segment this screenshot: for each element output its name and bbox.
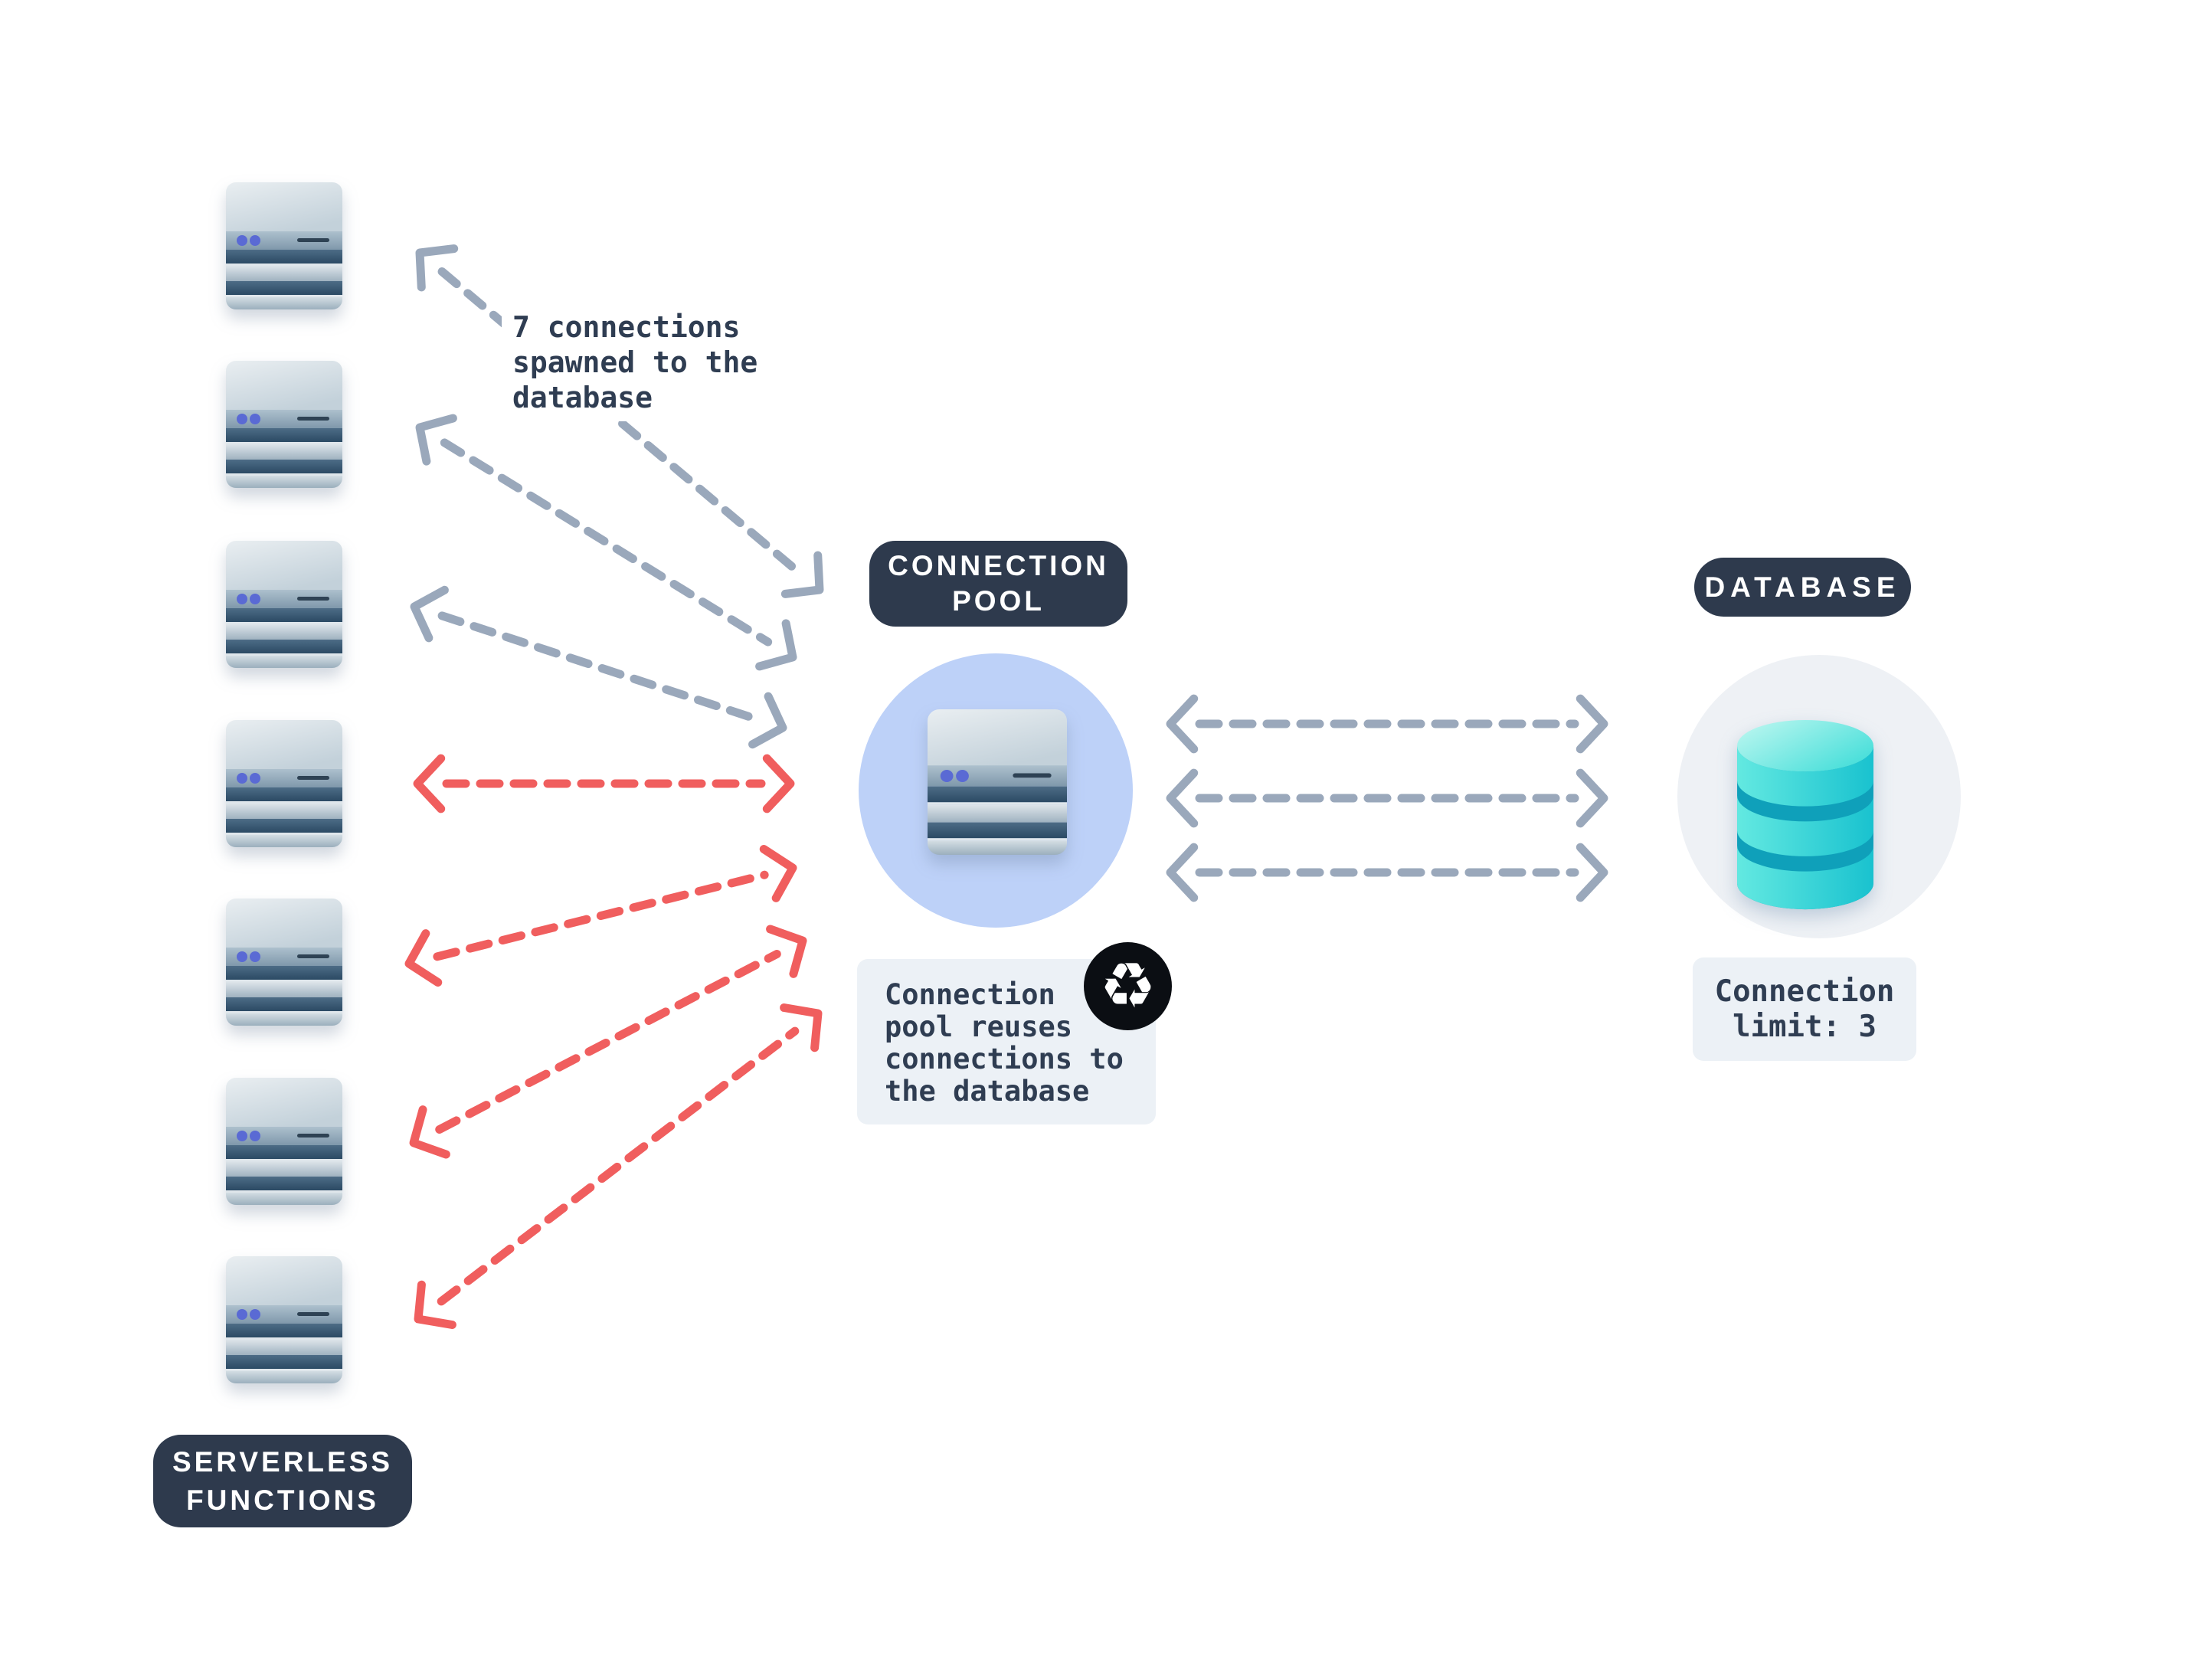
spawned-connections-note-line1: 7 connections xyxy=(512,310,741,344)
serverless-functions-label-line2: FUNCTIONS xyxy=(186,1484,379,1516)
connection-arrow-gray xyxy=(1166,843,1608,902)
serverless-function-server-icon xyxy=(226,182,342,309)
connection-arrow-red xyxy=(413,754,795,813)
serverless-functions-label: SERVERLESS FUNCTIONS xyxy=(153,1435,412,1527)
serverless-function-server-icon xyxy=(226,361,342,488)
recycle-icon-glyph: ♻ xyxy=(1099,949,1157,1023)
pool-reuse-note-line4: the database xyxy=(885,1075,1090,1108)
connection-arrow-gray xyxy=(1166,768,1608,828)
connection-limit-note: Connection limit: 3 xyxy=(1693,957,1916,1061)
connection-pool-label-line2: POOL xyxy=(952,585,1045,617)
connection-arrow-red xyxy=(414,1003,823,1329)
connection-arrow-red xyxy=(404,845,797,987)
serverless-functions-label-line1: SERVERLESS xyxy=(172,1445,394,1478)
connection-arrow-gray xyxy=(415,414,797,671)
connection-limit-note-line2: limit: 3 xyxy=(1733,1010,1877,1044)
pool-reuse-note-line2: pool reuses xyxy=(885,1010,1073,1043)
database-label-text: DATABASE xyxy=(1704,571,1901,603)
spawned-connections-note-line3: database xyxy=(512,381,653,414)
serverless-function-server-icon xyxy=(226,541,342,668)
pool-reuse-note: Connection pool reuses connections to th… xyxy=(857,959,1156,1124)
connection-arrow-red xyxy=(409,925,807,1159)
spawned-connections-note: 7 connections spawned to the database xyxy=(502,303,769,421)
connection-pool-server-icon xyxy=(928,709,1067,855)
recycle-icon: ♻ xyxy=(1084,942,1172,1030)
connection-arrow-gray xyxy=(1166,694,1608,754)
pool-reuse-note-line1: Connection xyxy=(885,978,1055,1011)
connection-pool-label: CONNECTION POOL xyxy=(869,541,1127,627)
database-label: DATABASE xyxy=(1694,558,1911,617)
connection-limit-note-line1: Connection xyxy=(1714,974,1895,1009)
serverless-function-server-icon xyxy=(226,899,342,1026)
database-cylinder-icon xyxy=(1737,719,1873,910)
connection-arrow-gray xyxy=(415,244,824,598)
serverless-function-server-icon xyxy=(226,720,342,847)
connection-pool-label-line1: CONNECTION xyxy=(888,550,1109,581)
serverless-function-server-icon xyxy=(226,1078,342,1205)
serverless-function-server-icon xyxy=(226,1256,342,1383)
connection-arrow-gray xyxy=(410,585,787,749)
spawned-connections-note-line2: spawned to the xyxy=(512,345,758,379)
pool-reuse-note-line3: connections to xyxy=(885,1043,1124,1075)
